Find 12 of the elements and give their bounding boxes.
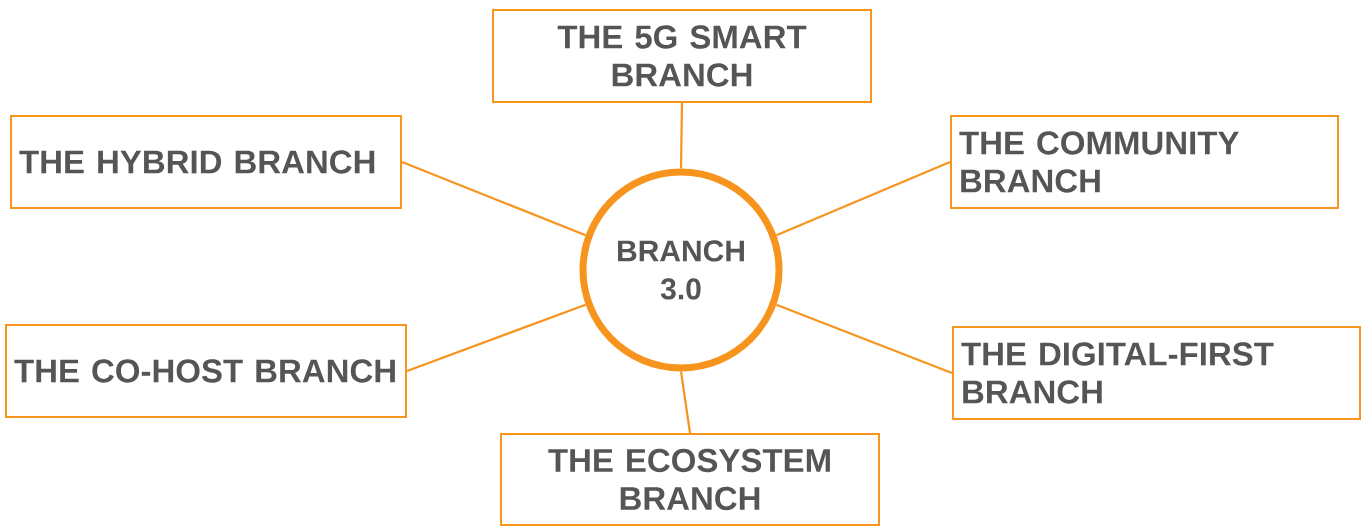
branch-box: THE ECOSYSTEM BRANCH xyxy=(500,433,880,526)
connector-line xyxy=(401,160,587,237)
connector-line xyxy=(406,303,586,373)
branch-box: THE HYBRID BRANCH xyxy=(10,115,402,209)
branch-box: THE 5G SMART BRANCH xyxy=(492,9,872,103)
connector-line xyxy=(679,102,684,169)
connector-line xyxy=(679,371,692,434)
connector-line xyxy=(776,303,953,374)
branch-box: THE DIGITAL-FIRST BRANCH xyxy=(952,326,1361,420)
connector-line xyxy=(775,160,951,237)
branch-box: THE CO-HOST BRANCH xyxy=(5,324,407,418)
branch-box: THE COMMUNITY BRANCH xyxy=(950,115,1339,209)
